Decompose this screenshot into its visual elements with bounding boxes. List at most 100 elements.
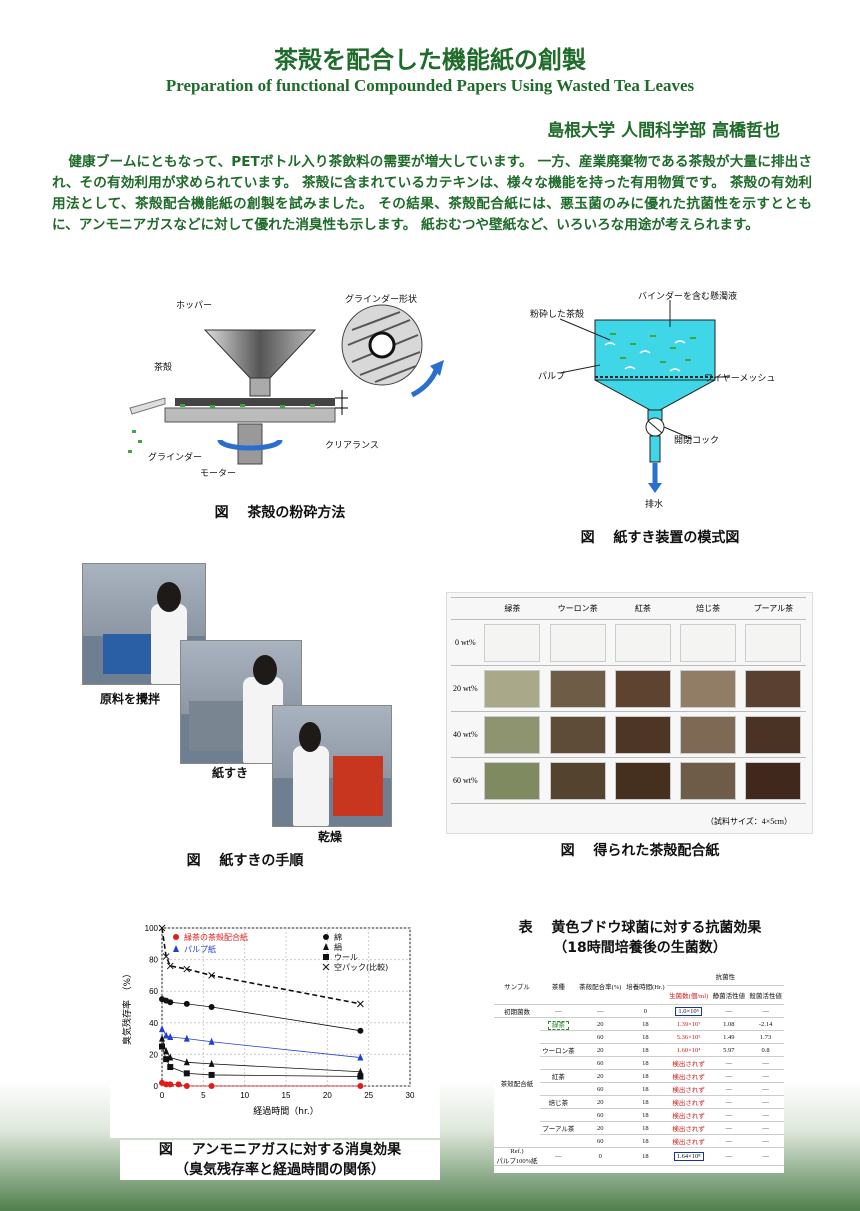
antibac-cell-count: 検出されず [666,1095,711,1109]
label-grinder-shape: グラインダー形状 [345,295,418,305]
apparatus-figure-caption: 図 紙すき装置の模式図 [580,530,740,546]
antibac-cell-time: 18 [623,1134,667,1148]
sample-swatch [614,623,671,662]
antibac-ref-count: 1.64×10⁸ [673,1152,704,1161]
antibac-value-ratio: 60 [596,1033,604,1041]
data-point [208,1083,215,1089]
antibac-value-static: — [725,1072,733,1080]
antibac-cell-tea: 緑茶 [539,1017,577,1031]
data-point [183,1083,190,1089]
photo-drying [272,705,392,827]
sample-swatch [680,715,737,754]
antibac-cell-ratio: 60 [576,1056,624,1070]
samples-row-header: 0 wt% [451,619,480,666]
page-title: 茶殻を配合した機能紙の創製 [274,46,586,74]
label-cock: 開閉コック [674,436,720,446]
antibac-header: 殺菌活性値 [747,985,784,1005]
antibac-value-ratio: 20 [596,1098,604,1106]
antibac-value-bactericidal: 1.73 [759,1033,772,1041]
grinder-diagram [128,304,444,465]
antibac-value-bactericidal: — [762,1124,769,1132]
deodor-caption-line2: （臭気残存率と経過時間の関係） [175,1162,385,1178]
legend-label: 綿 [334,932,342,942]
antibac-cell-bactericidal: -2.14 [747,1017,784,1031]
x-tick-label: 15 [282,1091,291,1100]
antibac-cell-tea: 焙じ茶 [539,1095,577,1109]
antibac-cell-ratio: 60 [576,1108,624,1122]
sample-swatch [680,669,737,708]
antibac-value-static: — [725,1124,733,1132]
antibac-value-static: 1.49 [723,1033,735,1041]
legend-marker [323,954,329,960]
data-point [357,1067,364,1075]
sample-swatch [745,669,802,708]
antibac-value-tea: 緑茶 [547,1021,569,1030]
antibac-value-time: 18 [642,1020,649,1028]
sample-swatch [745,715,802,754]
antibac-value-time: 18 [642,1046,649,1054]
antibac-header: 培養時間(Hr.) [623,967,667,1005]
label-suspension: バインダーを含む懸濁液 [638,292,738,302]
author-affiliation: 島根大学 人間科学部 高橋哲也 [547,121,780,141]
antibac-cell-bactericidal: 1.73 [747,1030,784,1044]
label-wire-mesh: ワイヤーメッシュ [704,374,776,384]
samples-col-header: プーアル茶 [740,597,806,620]
antibac-value-ratio: 20 [596,1020,604,1028]
antibac-cell-bactericidal: — [747,1082,784,1096]
samples-table: 緑茶 ウーロン茶 紅茶 焙じ茶 プーアル茶 0 wt% 20 wt% 40 wt… [451,597,806,804]
data-point [167,1081,174,1088]
samples-corner [451,597,480,620]
y-tick-label: 40 [149,1019,158,1028]
y-axis-label: 臭気残存率 （%） [121,969,133,1045]
antibac-group-header: 抗菌性 [666,967,784,986]
antibac-value-ratio: 20 [596,1072,604,1080]
samples-row-header: 60 wt% [451,757,480,804]
data-point [208,972,215,979]
antibac-value-static: 1.08 [723,1020,735,1028]
antibac-value-count: 検出されず [672,1074,705,1081]
legend-marker [322,963,330,971]
antibac-value-time: 18 [642,1085,649,1093]
antibac-value-static: — [725,1085,733,1093]
antibac-value-tea: ウーロン茶 [542,1048,575,1055]
antibac-cell-static: — [710,1121,748,1135]
data-point [208,1004,215,1010]
samples-col-header: 緑茶 [479,597,545,620]
data-point [183,1000,190,1007]
step-stirring-label: 原料を攪拌 [100,692,161,706]
data-point [183,1034,190,1042]
antibac-value-static: — [725,1098,733,1106]
samples-row-header: 20 wt% [451,665,480,712]
data-point [159,1025,165,1033]
antibac-cell-tea [539,1108,577,1122]
antibac-value-time: 18 [642,1059,649,1067]
antibac-cell-static: — [710,1069,748,1083]
data-point [162,953,170,960]
antibac-cell-ratio: 20 [576,1043,624,1057]
antibac-header: 茶種 [539,967,577,1005]
data-point [163,1081,170,1088]
antibac-cell-bactericidal: — [747,1134,784,1148]
sample-swatch [614,715,671,754]
sample-swatch [680,623,737,662]
antibac-cell-static: — [710,1082,748,1096]
sample-swatch [549,669,606,708]
antibac-value-static: 5.97 [723,1046,735,1054]
antibac-cell-tea [539,1056,577,1070]
antibac-cell-time: 18 [623,1108,667,1122]
data-point [163,1031,170,1039]
data-point [159,1043,165,1050]
antibac-cell-count: 検出されず [666,1056,711,1070]
antibac-cell-time: 18 [623,1082,667,1096]
samples-figure-caption: 図 得られた茶殻配合紙 [560,843,720,859]
data-point [175,1081,182,1088]
antibac-value-count: 検出されず [672,1113,705,1120]
label-grinder: グラインダー [148,453,203,463]
legend-label: パルプ紙 [184,944,216,954]
label-hopper: ホッパー [176,301,213,311]
x-tick-label: 25 [364,1091,373,1100]
antibac-value-count: 検出されず [672,1126,705,1133]
